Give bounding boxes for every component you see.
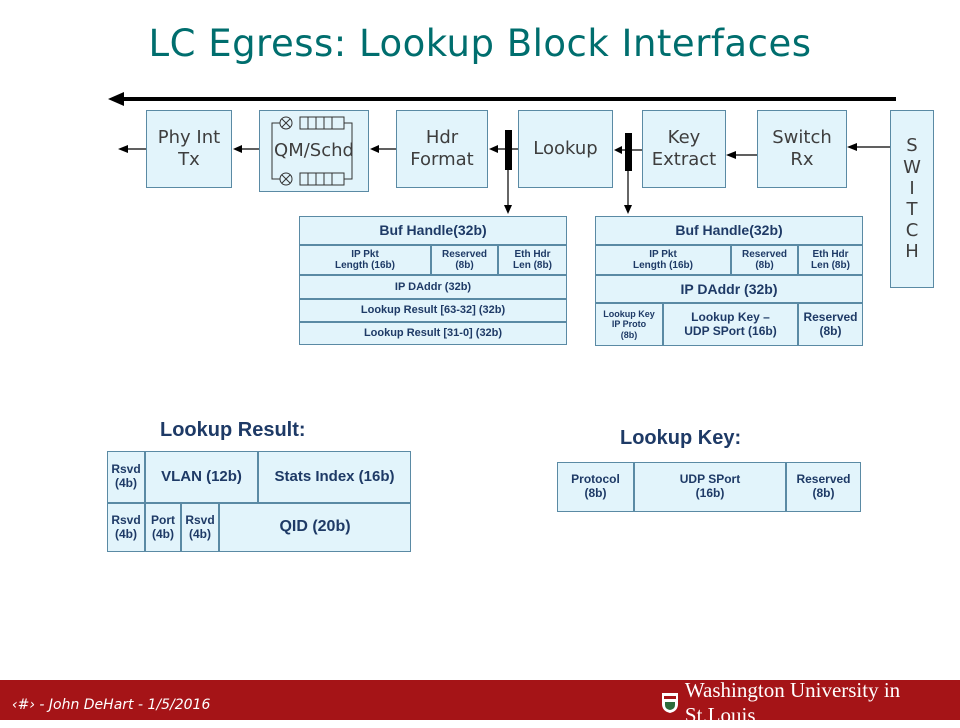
queue-icon [271,116,353,186]
right-reserved2: Reserved (8b) [798,303,863,346]
switch-letter: S [906,135,918,157]
right-eth-hdr-len: Eth Hdr Len (8b) [798,245,863,275]
university-logo: Washington University in St.Louis [660,678,960,727]
hdr-format-block: Hdr Format [396,110,488,188]
result-rsvd-bottom2: Rsvd (4b) [181,503,219,552]
key-extract-block: Key Extract [642,110,726,188]
footer-text: ‹#› - John DeHart - 1/5/2016 [12,697,211,713]
lookup-key-heading: Lookup Key: [620,427,742,449]
switch-letter: T [906,199,918,220]
switch-letter: C [905,220,919,242]
switch-letter: W [903,156,921,178]
lookup-result-heading: Lookup Result: [160,419,306,441]
left-ip-pkt-length: IP Pkt Length (16b) [299,245,431,275]
right-lookup-key-udp-sport: Lookup Key – UDP SPort (16b) [663,303,798,346]
switch-fabric-block: S W I T C H [890,110,934,288]
result-vlan: VLAN (12b) [145,451,258,503]
result-rsvd-bottom: Rsvd (4b) [107,503,145,552]
lookup-block: Lookup [518,110,613,188]
logo-text: Washington University in St.Louis [684,678,901,727]
slide-title: LC Egress: Lookup Block Interfaces [148,22,812,65]
right-reserved: Reserved (8b) [731,245,798,275]
switch-letter: H [905,241,919,263]
result-stats-index: Stats Index (16b) [258,451,411,503]
qm-schd-label: QM/Schd [274,140,354,162]
shield-icon [662,693,678,713]
key-reserved: Reserved (8b) [786,462,861,512]
left-lookup-result-lo: Lookup Result [31-0] (32b) [299,322,567,345]
right-ip-daddr: IP DAddr (32b) [595,275,863,303]
key-protocol: Protocol (8b) [557,462,634,512]
result-qid: QID (20b) [219,503,411,552]
footer-bar [0,680,960,720]
left-buf-handle: Buf Handle(32b) [299,216,567,245]
left-eth-hdr-len: Eth Hdr Len (8b) [498,245,567,275]
left-lookup-result-hi: Lookup Result [63-32] (32b) [299,299,567,322]
result-port: Port (4b) [145,503,181,552]
interface-bar-right [625,133,632,171]
left-reserved: Reserved (8b) [431,245,498,275]
result-rsvd-top: Rsvd (4b) [107,451,145,503]
right-buf-handle: Buf Handle(32b) [595,216,863,245]
right-ip-pkt-length: IP Pkt Length (16b) [595,245,731,275]
flow-direction-arrowhead [108,92,124,106]
interface-bar-left [505,130,512,170]
phy-int-tx-block: Phy Int Tx [146,110,232,188]
left-ip-daddr: IP DAddr (32b) [299,275,567,299]
key-udp-sport: UDP SPort (16b) [634,462,786,512]
switch-rx-block: Switch Rx [757,110,847,188]
switch-letter: I [909,177,915,199]
right-lookup-key-ip-proto: Lookup Key IP Proto (8b) [595,303,663,346]
qm-schd-block: QM/Schd [259,110,369,192]
